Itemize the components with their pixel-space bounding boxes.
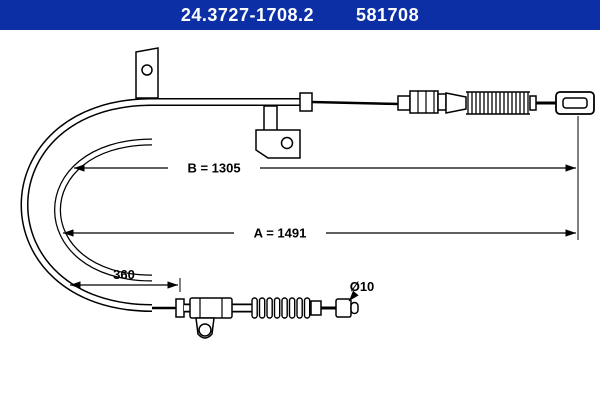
clevis-hole <box>198 323 212 337</box>
cable-u-bend <box>20 98 153 312</box>
adjuster <box>397 90 467 114</box>
dimension-360: 360 <box>70 267 181 292</box>
dimension-360-label: 360 <box>113 267 135 282</box>
dimension-a-label: A = 1491 <box>254 226 307 241</box>
eye-slot <box>562 97 588 109</box>
top-bracket <box>135 47 159 99</box>
bracket-hole <box>280 136 294 150</box>
spring-section <box>466 91 537 115</box>
diameter-callout: Ø10 <box>348 279 375 302</box>
bellows <box>251 297 322 319</box>
top-cable-housing <box>148 92 401 112</box>
ref-number: 581708 <box>356 4 420 25</box>
part-number: 24.3727-1708.2 <box>180 4 315 25</box>
bottom-end-fitting <box>321 298 359 318</box>
diameter-label: Ø10 <box>350 279 375 294</box>
header-bar: 24.3727-1708.2 581708 <box>0 0 600 30</box>
dimension-a: A = 1491 <box>63 223 576 242</box>
inner-cable <box>311 100 401 106</box>
dimension-b: B = 1305 <box>74 158 576 177</box>
clevis-bracket <box>189 297 233 339</box>
mid-bracket <box>255 105 301 159</box>
cable-diagram: B = 1305 A = 1491 360 <box>20 47 595 339</box>
housing-ferrule <box>299 92 313 112</box>
bracket-hole <box>141 64 153 76</box>
dimension-b-label: B = 1305 <box>187 161 240 176</box>
eye-end-fitting <box>536 91 595 115</box>
